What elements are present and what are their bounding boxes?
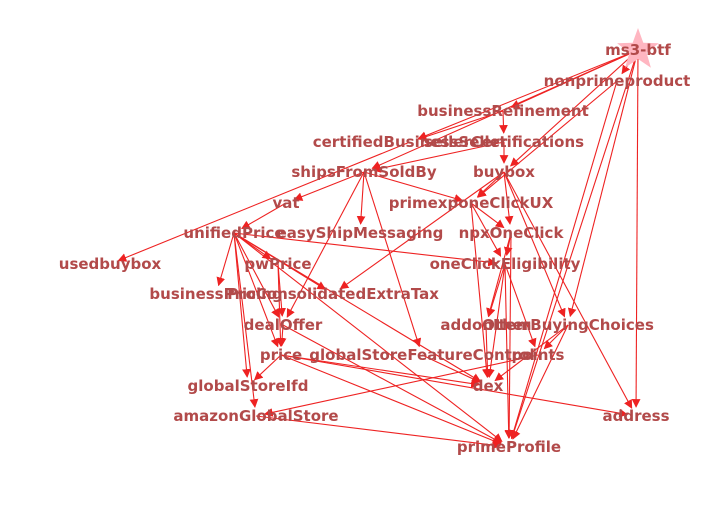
node-certifiedBusinessSeller[interactable]: certifiedBusinessSeller <box>313 133 508 151</box>
edge-businessRefinement-to-certifiedBusinessSeller <box>417 110 504 141</box>
edge-npxOneClick-to-primeProfile <box>504 232 514 439</box>
edge-oneClickEligibility-to-primeProfile <box>504 263 514 439</box>
edge-shipsFromSoldBy-to-globalStoreFeatureControl <box>363 171 422 348</box>
edge-buybox-to-address <box>503 171 633 409</box>
node-dex[interactable]: dex <box>473 377 504 395</box>
edge-OtherBuyingChoices-to-points <box>543 324 569 350</box>
edge-vat-to-unifiedPrice <box>241 202 287 229</box>
node-businessRefinement[interactable]: businessRefinement <box>417 102 589 120</box>
edge-primexponeClickUX-to-npxOneClick <box>470 202 505 229</box>
edge-unifiedPrice-to-dealOffer <box>233 232 280 318</box>
edge-certifiedBusinessSeller-to-usedbuybox <box>117 141 411 262</box>
edge-unifiedPrice-to-price <box>233 232 280 348</box>
node-npxOneClick[interactable]: npxOneClick <box>459 224 565 242</box>
node-points[interactable]: points <box>512 346 565 364</box>
node-nonprimeproduct[interactable]: nonprimeproduct <box>544 72 691 90</box>
node-buybox[interactable]: buybox <box>473 163 535 181</box>
node-vat[interactable]: vat <box>272 194 299 212</box>
edge-shipsFromSoldBy-to-vat <box>293 171 365 201</box>
node-amazonGlobalStore[interactable]: amazonGlobalStore <box>173 407 338 425</box>
node-primeProfile[interactable]: primeProfile <box>457 438 561 456</box>
node-OtherBuyingChoices[interactable]: OtherBuyingChoices <box>482 316 654 334</box>
edge-ms3-btf-to-primeProfile <box>510 49 639 440</box>
edge-nonprimeproduct-to-primexponeClickUX <box>477 80 618 198</box>
edge-layer <box>117 49 641 450</box>
edge-pwPrice-to-price <box>276 263 285 347</box>
edge-ms3-btf-to-OtherBuyingChoices <box>567 49 639 318</box>
node-pwPrice[interactable]: pwPrice <box>244 255 311 273</box>
edge-businessRefinement-to-sellerCertifications <box>499 110 508 134</box>
edge-unifiedPrice-to-globalStoreIfd <box>233 232 251 378</box>
edge-buybox-to-primexponeClickUX <box>476 171 505 198</box>
node-usedbuybox[interactable]: usedbuybox <box>59 255 162 273</box>
edge-primexponeClickUX-to-dex <box>470 202 491 378</box>
edge-oneClickEligibility-to-addonItem <box>486 263 506 318</box>
edge-price-to-primeProfile <box>280 354 502 445</box>
node-address[interactable]: address <box>602 407 669 425</box>
edge-OtherBuyingChoices-to-primeProfile <box>512 324 569 440</box>
edge-price-to-dex <box>280 354 480 388</box>
edge-shipsFromSoldBy-to-primexponeClickUX <box>363 171 464 203</box>
node-unifiedPrice[interactable]: unifiedPrice <box>183 224 284 242</box>
edge-ms3-btf-to-shipsFromSoldBy <box>371 49 639 170</box>
edge-buybox-to-npxOneClick <box>503 171 514 225</box>
node-easyShipMessaging[interactable]: easyShipMessaging <box>277 224 444 242</box>
node-globalStoreFeatureControl[interactable]: globalStoreFeatureControl <box>309 346 534 364</box>
edge-unifiedPrice-to-dex <box>233 232 482 382</box>
edge-points-to-amazonGlobalStore <box>263 354 539 417</box>
edge-buybox-to-ProConsolidatedExtraTax <box>339 171 505 290</box>
edge-shipsFromSoldBy-to-dealOffer <box>286 171 365 318</box>
edge-globalStoreFeatureControl-to-dex <box>421 354 481 383</box>
node-oneClickEligibility[interactable]: oneClickEligibility <box>430 255 581 273</box>
node-label-layer: ms3-btf nonprimeproduct businessRefinement… <box>59 41 691 456</box>
edge-unifiedPrice-to-amazonGlobalStore <box>233 232 259 408</box>
edge-oneClickEligibility-to-dex <box>485 263 506 378</box>
edge-unifiedPrice-to-oneClickEligibility <box>233 232 497 267</box>
edge-ms3-btf-to-certifiedBusinessSeller <box>417 49 639 140</box>
edge-addonItem-to-dex <box>483 324 492 378</box>
edge-amazonGlobalStore-to-primeProfile <box>255 415 501 450</box>
edge-nonprimeproduct-to-primeProfile <box>509 80 618 440</box>
root-star-icon <box>617 28 659 68</box>
node-price[interactable]: price <box>260 346 302 364</box>
edge-npxOneClick-to-addonItem <box>486 232 512 318</box>
edge-price-to-address <box>280 354 628 418</box>
edge-dealOffer-to-price <box>277 324 287 347</box>
node-businessPricing[interactable]: businessPricing <box>149 285 282 303</box>
node-shipsFromSoldBy[interactable]: shipsFromSoldBy <box>291 163 436 181</box>
edge-unifiedPrice-to-businessPricing <box>216 232 235 287</box>
edge-primexponeClickUX-to-oneClickEligibility <box>470 202 502 257</box>
edge-price-to-globalStoreIfd <box>253 354 282 381</box>
edge-dealOffer-to-primeProfile <box>282 324 502 444</box>
node-globalStoreIfd[interactable]: globalStoreIfd <box>188 377 309 395</box>
node-addonItem[interactable]: addonItem <box>440 316 531 334</box>
edge-ms3-btf-to-buybox <box>510 49 639 167</box>
node-ms3-btf[interactable]: ms3-btf <box>605 41 671 59</box>
node-sellerCertifications[interactable]: sellerCertifications <box>424 133 584 151</box>
node-ProConsolidatedExtraTax[interactable]: ProConsolidatedExtraTax <box>227 285 439 303</box>
node-dealOffer[interactable]: dealOffer <box>244 316 323 334</box>
edge-ms3-btf-to-address <box>631 49 641 408</box>
root-marker-layer <box>617 28 659 68</box>
edge-sellerCertifications-to-shipsFromSoldBy <box>371 141 505 173</box>
edge-buybox-to-OtherBuyingChoices <box>503 171 566 318</box>
edge-shipsFromSoldBy-to-easyShipMessaging <box>356 171 366 225</box>
edge-OtherBuyingChoices-to-dex <box>494 324 569 382</box>
edge-oneClickEligibility-to-points <box>504 263 537 348</box>
node-primexponeClickUX[interactable]: primexponeClickUX <box>389 194 554 212</box>
